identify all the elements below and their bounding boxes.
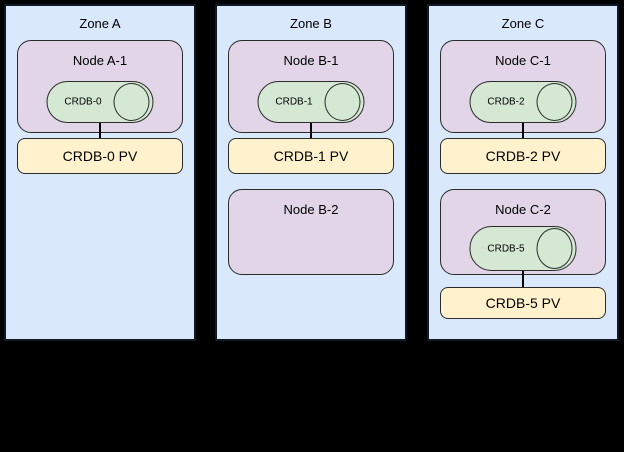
crdb-0-pv-label: CRDB-0 PV xyxy=(62,148,138,164)
connector-line xyxy=(99,123,101,138)
node-c2: Node C-2 CRDB-5 xyxy=(440,189,606,275)
crdb-5-database-cylinder: CRDB-5 xyxy=(469,226,577,271)
crdb-2-pv-label: CRDB-2 PV xyxy=(485,148,561,164)
zone-c: Zone C Node C-1 CRDB-2 CRDB-2 PV Node C-… xyxy=(427,4,619,341)
crdb-1-pv-label: CRDB-1 PV xyxy=(273,148,349,164)
node-b2-label: Node B-2 xyxy=(283,202,339,217)
zone-c-title: Zone C xyxy=(501,16,545,31)
node-b1: Node B-1 CRDB-1 xyxy=(228,40,394,133)
cylinder-face-icon xyxy=(536,83,573,121)
zone-a: Zone A Node A-1 CRDB-0 CRDB-0 PV xyxy=(4,4,196,341)
node-a1: Node A-1 CRDB-0 xyxy=(17,40,183,133)
crdb-0-pv-box: CRDB-0 PV xyxy=(17,138,183,174)
node-c2-label: Node C-2 xyxy=(495,202,551,217)
cylinder-face-icon xyxy=(324,83,361,121)
crdb-5-pv-label: CRDB-5 PV xyxy=(485,295,561,311)
crdb-0-label: CRDB-0 xyxy=(64,96,102,108)
zone-b-title: Zone B xyxy=(290,16,332,31)
node-c1: Node C-1 CRDB-2 xyxy=(440,40,606,133)
crdb-5-label: CRDB-5 xyxy=(487,243,525,254)
crdb-0-database-cylinder: CRDB-0 xyxy=(46,81,154,123)
node-b2: Node B-2 xyxy=(228,189,394,275)
node-a1-label: Node A-1 xyxy=(72,53,128,68)
crdb-1-pv-box: CRDB-1 PV xyxy=(228,138,394,174)
crdb-5-pv-box: CRDB-5 PV xyxy=(440,287,606,319)
crdb-1-label: CRDB-1 xyxy=(275,96,313,108)
node-c1-label: Node C-1 xyxy=(495,53,551,68)
node-b1-label: Node B-1 xyxy=(283,53,339,68)
crdb-2-pv-box: CRDB-2 PV xyxy=(440,138,606,174)
crdb-2-label: CRDB-2 xyxy=(487,96,525,108)
connector-line xyxy=(310,123,312,138)
zone-b: Zone B Node B-1 CRDB-1 CRDB-1 PV Node B-… xyxy=(215,4,407,341)
zone-a-title: Zone A xyxy=(79,16,121,31)
crdb-1-database-cylinder: CRDB-1 xyxy=(257,81,365,123)
connector-line xyxy=(522,123,524,138)
cylinder-face-icon xyxy=(113,83,150,121)
crdb-2-database-cylinder: CRDB-2 xyxy=(469,81,577,123)
connector-line xyxy=(522,271,524,287)
cylinder-face-icon xyxy=(536,228,573,269)
